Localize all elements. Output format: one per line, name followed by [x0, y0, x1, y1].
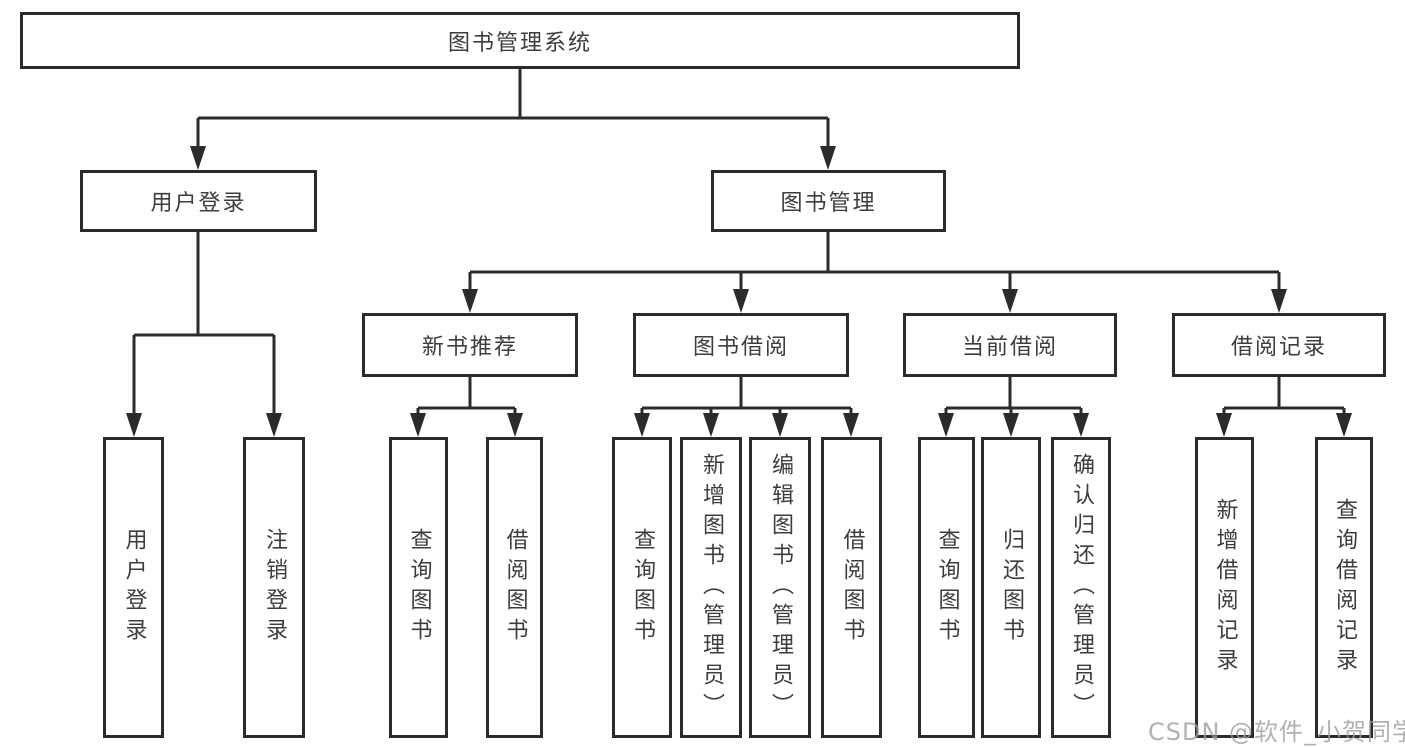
leaf-label: 用户登录 [121, 527, 147, 648]
branch-box-current-borrow: 当前借阅 [903, 313, 1117, 377]
leaf-box-query-books-borrow: 查询图书 [612, 437, 672, 738]
leaf-label: 新增借阅记录 [1212, 497, 1238, 678]
branch-box-book-management: 图书管理 [711, 170, 946, 232]
leaf-label: 借阅图书 [502, 527, 528, 648]
leaf-box-edit-books-admin: 编辑图书（管理员） [749, 437, 811, 738]
leaf-box-query-books-current: 查询图书 [918, 437, 975, 738]
branch-box-user-login: 用户登录 [80, 170, 317, 232]
root-label: 图书管理系统 [447, 30, 592, 56]
leaf-box-add-books-admin: 新增图书（管理员） [680, 437, 742, 738]
leaf-box-logout: 注销登录 [243, 437, 305, 738]
leaf-label: 查询图书 [406, 527, 432, 648]
csdn-watermark: CSDN @软件_小贺同学 [1148, 718, 1405, 746]
branch-box-new-book-recommend: 新书推荐 [362, 313, 578, 377]
leaf-box-borrow-books: 借阅图书 [821, 437, 882, 738]
leaf-box-query-borrow-record: 查询借阅记录 [1315, 437, 1373, 738]
leaf-box-borrow-books-recommend: 借阅图书 [486, 437, 543, 738]
branch-label: 图书管理 [780, 191, 877, 216]
leaf-label: 查询图书 [934, 527, 960, 648]
leaf-label: 编辑图书（管理员） [768, 452, 793, 723]
leaf-box-add-borrow-record: 新增借阅记录 [1195, 437, 1254, 738]
branch-label: 用户登录 [150, 191, 247, 216]
leaf-box-confirm-return-admin: 确认归还（管理员） [1051, 437, 1111, 738]
root-box-library-system: 图书管理系统 [20, 12, 1020, 69]
branch-label: 借阅记录 [1230, 335, 1327, 360]
branch-label: 当前借阅 [961, 335, 1058, 360]
leaf-label: 借阅图书 [839, 527, 865, 648]
branch-box-book-borrow: 图书借阅 [633, 313, 849, 377]
branch-box-borrow-records: 借阅记录 [1172, 313, 1386, 377]
leaf-box-return-books: 归还图书 [981, 437, 1041, 738]
leaf-label: 确认归还（管理员） [1069, 452, 1094, 723]
branch-label: 新书推荐 [421, 335, 518, 360]
leaf-label: 查询图书 [630, 527, 655, 648]
leaf-label: 归还图书 [999, 527, 1024, 648]
leaf-box-query-books-recommend: 查询图书 [389, 437, 448, 738]
leaf-label: 新增图书（管理员） [699, 452, 724, 723]
leaf-label: 注销登录 [262, 527, 287, 648]
leaf-box-user-login: 用户登录 [103, 437, 164, 738]
branch-label: 图书借阅 [692, 335, 789, 360]
leaf-label: 查询借阅记录 [1332, 497, 1357, 678]
